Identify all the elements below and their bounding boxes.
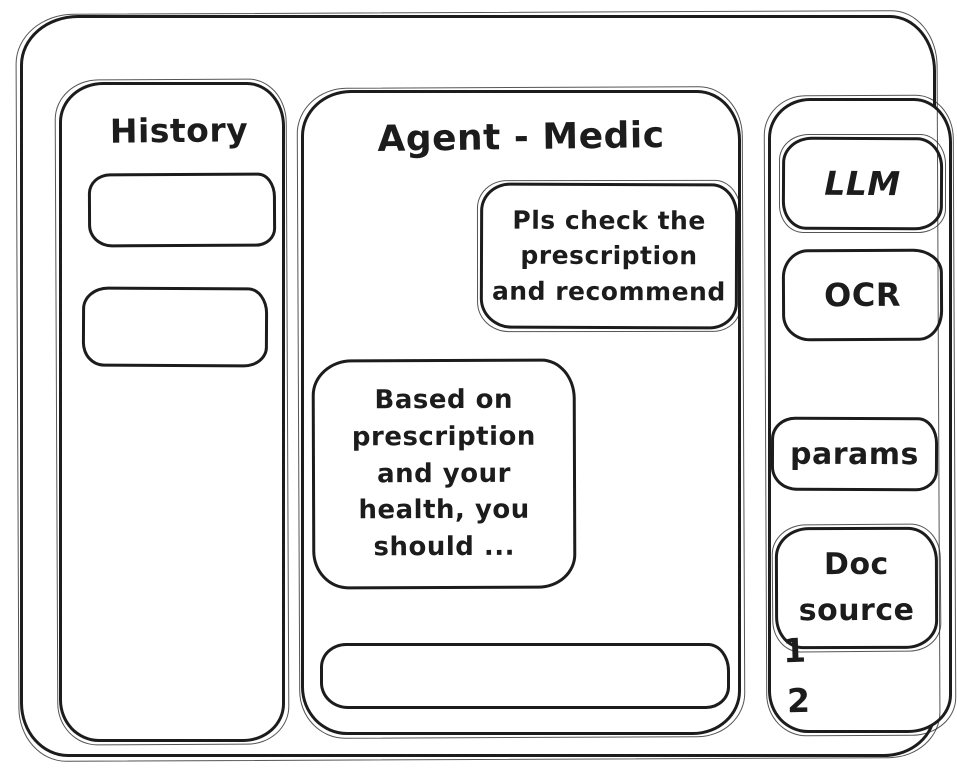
history-panel: History (59, 82, 285, 742)
ocr-button[interactable]: OCR (781, 248, 944, 342)
doc-source-list-item[interactable]: 1 (782, 630, 807, 671)
chat-panel: Agent - Medic Pls check the prescription… (301, 90, 741, 735)
assistant-message-bubble: Based on prescription and your health, y… (311, 358, 577, 590)
history-item[interactable] (81, 286, 269, 368)
app-frame: History Agent - Medic Pls check the pres… (20, 15, 952, 757)
history-title: History (109, 110, 249, 151)
params-button[interactable]: params (770, 416, 939, 492)
chat-title: Agent - Medic (377, 114, 665, 161)
user-message-bubble: Pls check the prescription and recommend (479, 182, 739, 330)
history-item[interactable] (87, 172, 277, 248)
user-message-text: Pls check the prescription and recommend (491, 205, 726, 307)
assistant-message-text: Based on prescription and your health, y… (351, 384, 536, 563)
llm-button[interactable]: LLM (781, 136, 944, 231)
doc-source-list-item[interactable]: 2 (786, 680, 811, 721)
chat-input[interactable] (320, 643, 730, 709)
tools-panel: LLM OCR params Doc source 1 2 (768, 98, 952, 733)
